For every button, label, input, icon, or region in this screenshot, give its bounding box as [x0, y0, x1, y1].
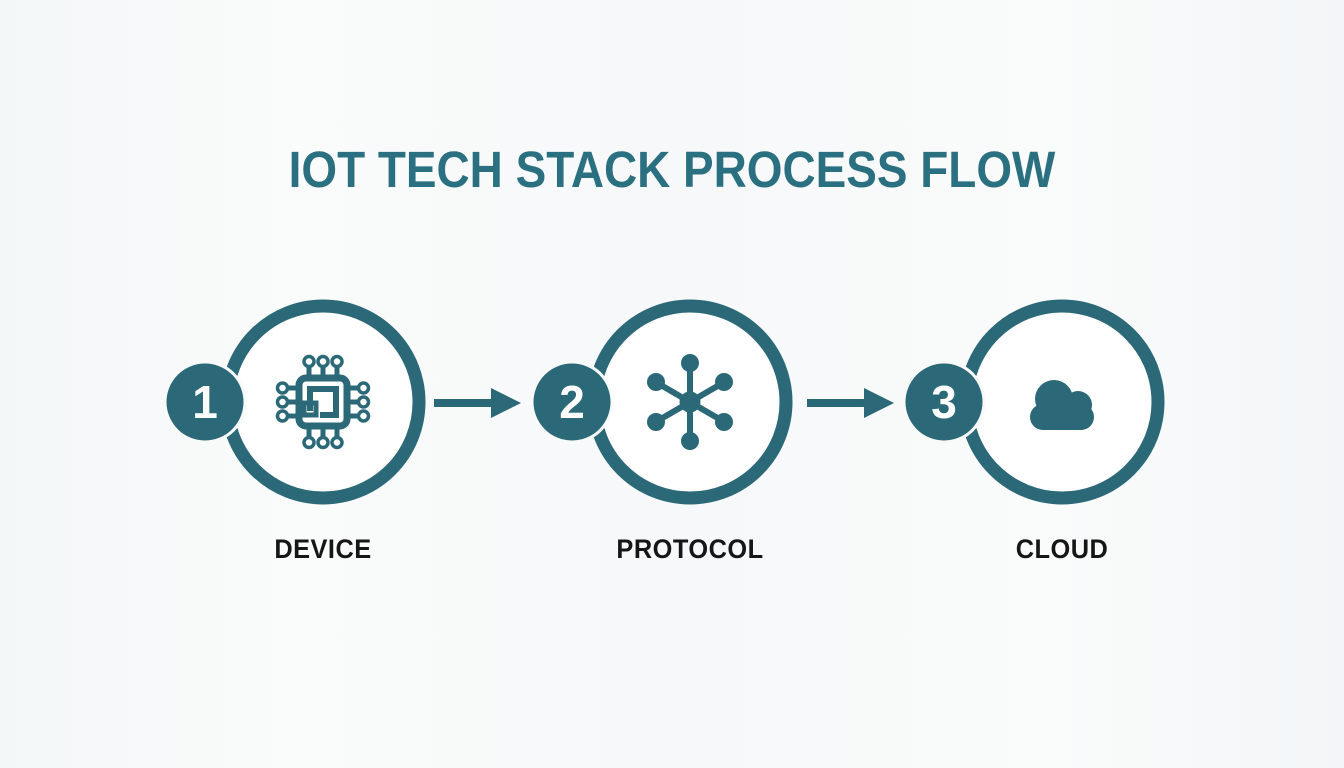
network-hub-icon — [647, 354, 733, 450]
step-number-badge — [530, 360, 614, 444]
step-device: 1 — [153, 290, 453, 520]
step-cloud-graphic: 3 — [902, 299, 1165, 505]
step-label-device: DEVICE — [274, 534, 372, 564]
arrow-right-icon — [807, 388, 894, 418]
step-number-badge — [902, 360, 986, 444]
chip-icon — [275, 354, 371, 450]
cloud-icon — [1030, 380, 1094, 430]
step-number: 1 — [192, 376, 218, 428]
step-number: 2 — [559, 376, 585, 428]
page-title: IOT TECH STACK PROCESS FLOW — [288, 141, 1056, 198]
step-ring — [220, 299, 426, 505]
step-device-graphic: 1 — [163, 299, 426, 505]
step-cloud: 3 — [892, 290, 1192, 520]
step-protocol: 2 — [520, 290, 820, 520]
step-protocol-graphic: 2 — [530, 299, 793, 505]
step-number: 3 — [931, 376, 957, 428]
step-number-badge — [163, 360, 247, 444]
arrow-right-icon — [434, 388, 521, 418]
step-label-protocol: PROTOCOL — [616, 534, 764, 564]
step-label-cloud: CLOUD — [1015, 534, 1109, 564]
